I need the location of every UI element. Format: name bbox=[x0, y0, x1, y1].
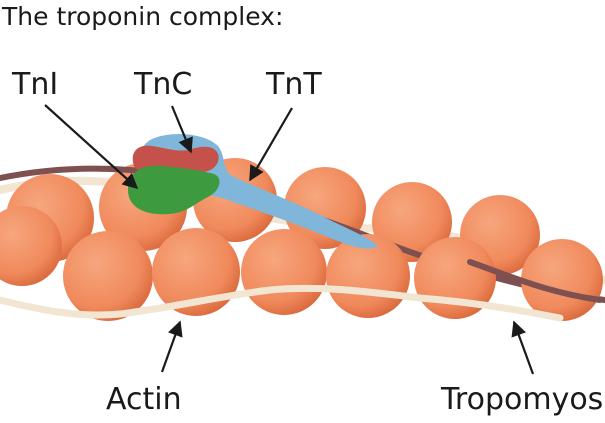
troponin-complex bbox=[128, 134, 378, 249]
tropomyosin-label: Tropomyos bbox=[441, 382, 604, 417]
actin-label: Actin bbox=[106, 382, 182, 417]
tnt-arrow bbox=[249, 107, 293, 182]
tnc-label: TnC bbox=[134, 67, 193, 102]
actin-subunit bbox=[152, 228, 240, 316]
label-arrows bbox=[44, 104, 535, 375]
actin-subunit bbox=[521, 239, 603, 321]
tnt-label: TnT bbox=[266, 67, 322, 102]
tropomyosin-strand-dark-front bbox=[467, 259, 603, 303]
troponin-i-subunit bbox=[128, 165, 220, 215]
actin-arrow bbox=[160, 320, 183, 373]
actin-subunit bbox=[0, 206, 62, 286]
tnc-arrow bbox=[170, 105, 193, 154]
tropomyosin-arrow bbox=[511, 320, 535, 375]
diagram-title: The troponin complex: bbox=[2, 2, 284, 31]
tropomyosin-strand-light-front bbox=[0, 284, 564, 322]
tni-label: TnI bbox=[12, 67, 59, 102]
actin-subunit bbox=[241, 229, 327, 315]
actin-subunit bbox=[63, 231, 153, 321]
tni-arrow bbox=[44, 104, 139, 190]
